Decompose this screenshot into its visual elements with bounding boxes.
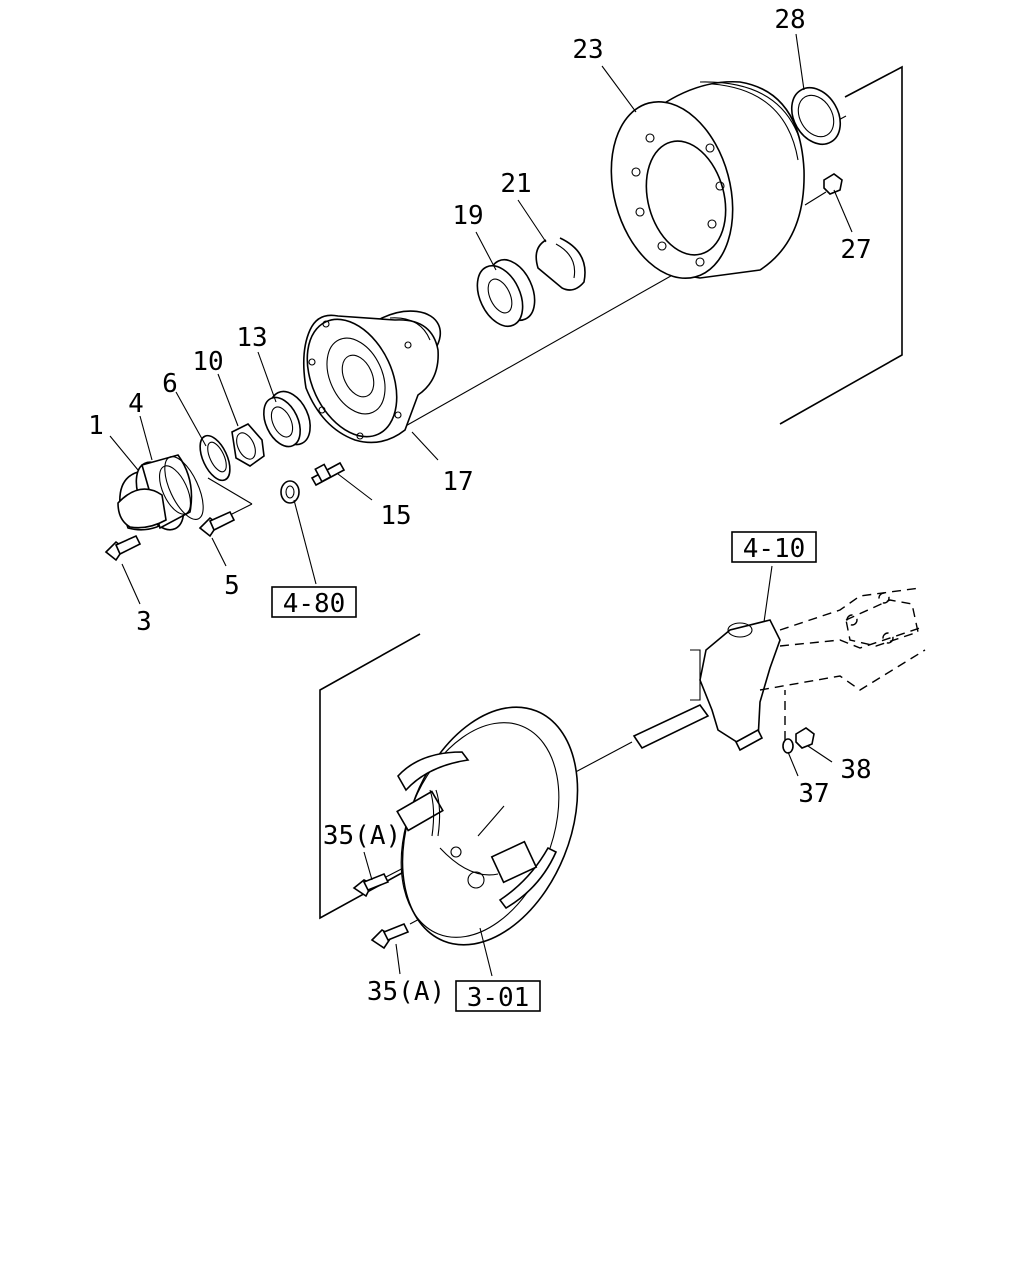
axle-beam-dashed bbox=[759, 587, 926, 740]
upper-assembly-frame bbox=[779, 65, 903, 425]
reference-box-4-10: 4-10 bbox=[731, 531, 817, 564]
washer-part-37 bbox=[782, 738, 794, 754]
callout-27: 27 bbox=[840, 235, 871, 265]
callout-35a-upper: 35(A) bbox=[323, 821, 401, 851]
brake-drum-part-23 bbox=[610, 80, 805, 280]
leader-lines bbox=[109, 33, 853, 977]
reference-box-4-80: 4-80 bbox=[271, 586, 357, 619]
hub-cap-part-1 bbox=[117, 454, 193, 531]
hub-nut-4-80 bbox=[280, 480, 300, 504]
callout-15: 15 bbox=[380, 501, 411, 531]
callout-37: 37 bbox=[798, 779, 829, 809]
callout-1: 1 bbox=[88, 411, 104, 441]
outer-bearing-part-13 bbox=[263, 390, 311, 448]
callout-28: 28 bbox=[774, 5, 805, 35]
lock-nut-part-10 bbox=[231, 423, 265, 467]
nut-part-27 bbox=[823, 173, 843, 195]
callout-38: 38 bbox=[840, 755, 871, 785]
callout-4: 4 bbox=[128, 389, 144, 419]
retaining-clip-part-21 bbox=[535, 237, 586, 291]
callout-10: 10 bbox=[192, 347, 223, 377]
callout-6: 6 bbox=[162, 369, 178, 399]
reference-label-3-01: 3-01 bbox=[467, 983, 530, 1013]
callout-23: 23 bbox=[572, 35, 603, 65]
callout-21: 21 bbox=[500, 169, 531, 199]
callout-17: 17 bbox=[442, 467, 473, 497]
bolt-part-35a-upper bbox=[352, 872, 390, 898]
callout-19: 19 bbox=[452, 201, 483, 231]
callout-labels: 1 4 6 10 13 3 5 15 17 19 21 23 28 27 38 … bbox=[88, 5, 871, 1007]
seal-ring-part-6 bbox=[199, 434, 231, 482]
bolt-part-3 bbox=[104, 534, 142, 562]
hub-bolt-part-15 bbox=[310, 461, 346, 487]
nut-part-38 bbox=[795, 727, 815, 749]
callout-3: 3 bbox=[136, 607, 152, 637]
oil-seal-part-28 bbox=[790, 86, 842, 146]
reference-label-4-80: 4-80 bbox=[283, 589, 346, 619]
callout-13: 13 bbox=[236, 323, 267, 353]
gasket-part-4 bbox=[164, 456, 204, 520]
steering-knuckle-4-10 bbox=[632, 619, 781, 752]
wheel-hub-part-17 bbox=[302, 310, 442, 444]
callout-5: 5 bbox=[224, 571, 240, 601]
callout-35a-lower: 35(A) bbox=[367, 977, 445, 1007]
bolt-part-5 bbox=[198, 510, 236, 538]
reference-box-3-01: 3-01 bbox=[455, 980, 541, 1013]
reference-label-4-10: 4-10 bbox=[743, 534, 806, 564]
inner-bearing-part-19 bbox=[476, 258, 536, 328]
brake-backing-plate-3-01 bbox=[396, 706, 579, 946]
bolt-part-35a-lower bbox=[370, 922, 410, 950]
